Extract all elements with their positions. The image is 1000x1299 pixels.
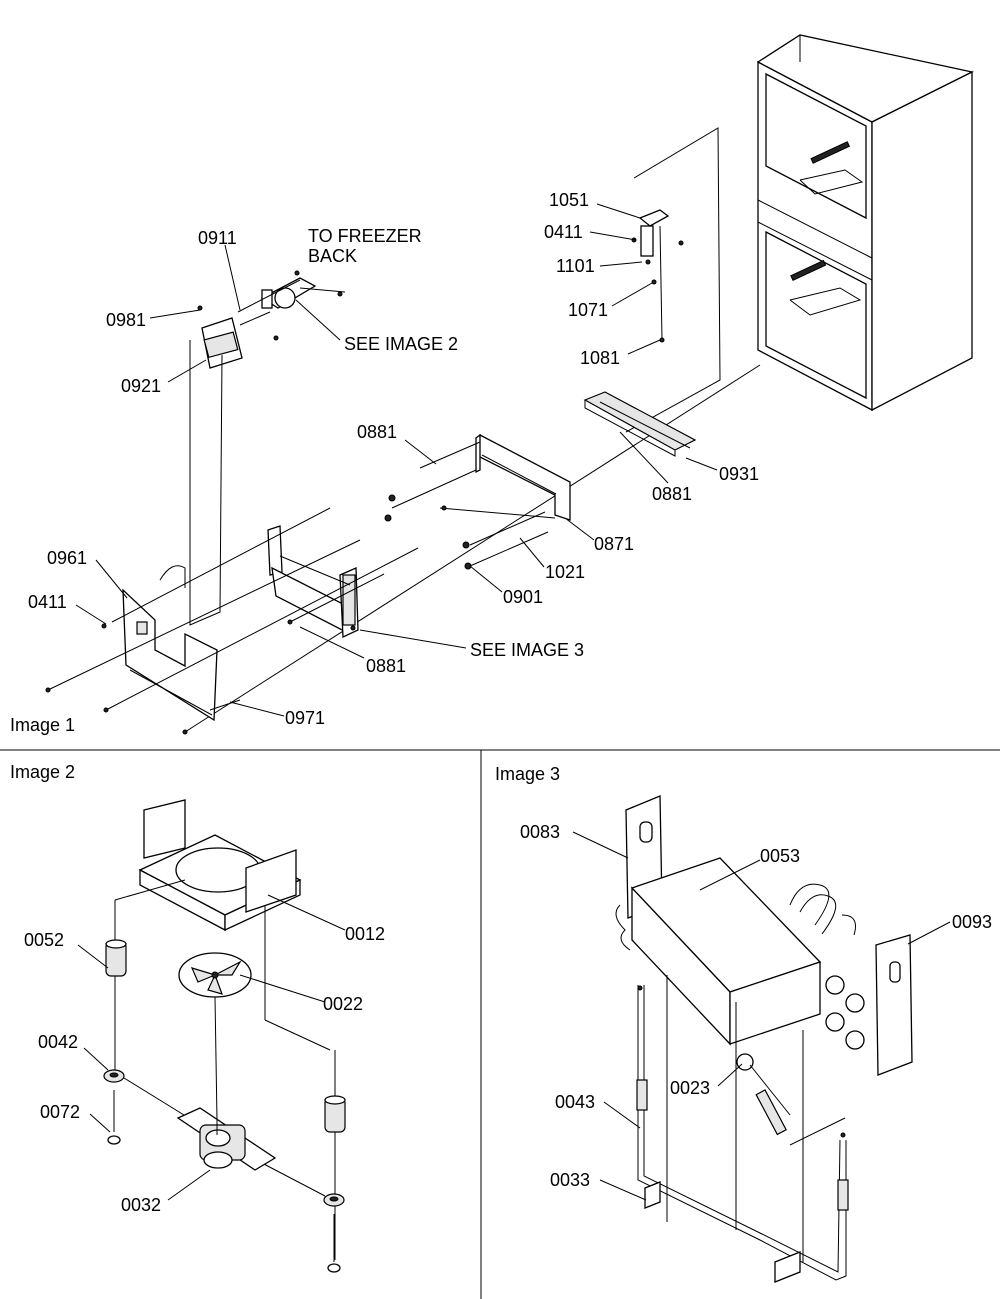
reference-lines-image3	[666, 975, 846, 1262]
reference-line	[289, 573, 385, 623]
leader-lines-image1	[75, 203, 718, 717]
evaporator-coil-0053	[615, 857, 865, 1050]
label-0901: 0901	[503, 587, 543, 607]
label-0022: 0022	[323, 994, 363, 1014]
evaporator-cover-0871	[384, 433, 571, 570]
grommet-right	[324, 1050, 346, 1260]
side-bracket-0093	[875, 934, 913, 1076]
screw-0072	[107, 1077, 341, 1273]
reference-line	[209, 699, 241, 711]
fan-motor-0032	[176, 1107, 277, 1171]
label-0881-top: 0881	[357, 422, 397, 442]
label-0083: 0083	[520, 822, 560, 842]
label-0042: 0042	[38, 1032, 78, 1052]
label-0032: 0032	[121, 1195, 161, 1215]
label-1051: 1051	[549, 190, 589, 210]
label-0931: 0931	[719, 464, 759, 484]
panel-title-image-3: Image 3	[495, 764, 560, 784]
defrost-heater-0033	[636, 985, 849, 1283]
fan-shroud-0911	[197, 270, 346, 341]
reference-line	[625, 127, 721, 433]
leader-lines-image2	[77, 894, 346, 1201]
refrigerator-cabinet	[756, 34, 974, 412]
fan-blade-0022	[178, 952, 252, 1121]
label-0881-right: 0881	[652, 484, 692, 504]
fan-bracket-0012	[114, 799, 331, 1051]
reference-line	[111, 507, 331, 623]
label-0961: 0961	[47, 548, 87, 568]
reference-line	[105, 547, 419, 711]
label-0012: 0012	[345, 924, 385, 944]
note-to-freezer-line2: BACK	[308, 246, 357, 266]
label-1071: 1071	[568, 300, 608, 320]
label-0072: 0072	[40, 1102, 80, 1122]
bracket-assembly-1051	[631, 209, 684, 343]
label-0043: 0043	[555, 1092, 595, 1112]
drain-trough-0931	[583, 391, 697, 457]
reference-line	[47, 539, 361, 691]
label-0093: 0093	[952, 912, 992, 932]
reference-line	[189, 340, 223, 626]
evaporator-assembly	[267, 525, 359, 638]
label-0971: 0971	[285, 708, 325, 728]
note-see-image-3: SEE IMAGE 3	[470, 640, 584, 660]
note-to-freezer-line1: TO FREEZER	[308, 226, 422, 246]
label-0921: 0921	[121, 376, 161, 396]
label-0053: 0053	[760, 846, 800, 866]
label-0981: 0981	[106, 310, 146, 330]
note-see-image-2: SEE IMAGE 2	[344, 334, 458, 354]
label-0411-top: 0411	[544, 222, 583, 242]
label-0911: 0911	[198, 228, 237, 248]
panel-title-image-2: Image 2	[10, 762, 75, 782]
leader-lines-image3	[572, 831, 951, 1201]
label-0033: 0033	[550, 1170, 590, 1190]
grille-0921	[201, 317, 243, 369]
thermostat-0023	[736, 1053, 791, 1136]
washer-0042	[103, 1069, 345, 1207]
label-1081: 1081	[580, 348, 620, 368]
grommet-0052	[105, 900, 127, 1070]
label-0411-left: 0411	[28, 592, 67, 612]
label-1101: 1101	[556, 256, 595, 276]
label-0881-bottom: 0881	[366, 656, 406, 676]
label-0052: 0052	[24, 930, 64, 950]
label-0871: 0871	[594, 534, 634, 554]
panel-title-image-1: Image 1	[10, 715, 75, 735]
label-0023: 0023	[670, 1078, 710, 1098]
rear-panel-0961	[122, 565, 218, 722]
label-1021: 1021	[545, 562, 585, 582]
reference-line	[469, 531, 549, 567]
